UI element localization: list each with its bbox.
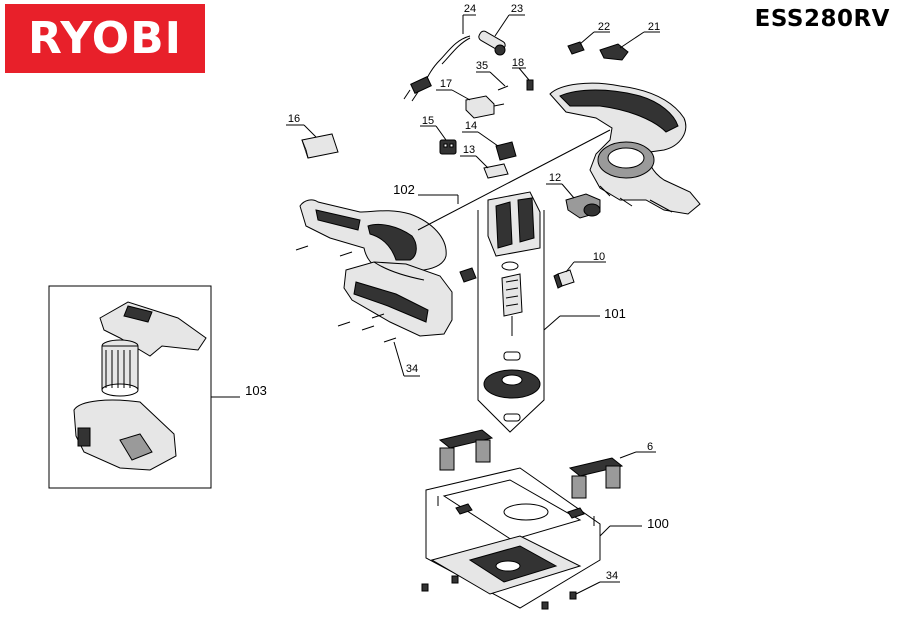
label-34b: 34 — [606, 570, 618, 582]
ryobi-logo: RYOBI — [5, 4, 205, 73]
brand-text: RYOBI — [27, 13, 183, 64]
part-22-switch-button — [567, 31, 610, 55]
part-17-capacitor — [436, 89, 505, 119]
housing-screws — [295, 245, 420, 377]
label-21: 21 — [648, 21, 660, 33]
part-100-base-assembly — [421, 467, 642, 610]
part-12-plate — [546, 183, 601, 219]
part-10-brush — [553, 261, 606, 289]
part-18-clip — [512, 67, 534, 91]
label-16: 16 — [288, 113, 300, 125]
part-35-screw — [476, 71, 509, 91]
part-16-cover — [286, 124, 339, 159]
label-15: 15 — [422, 115, 434, 127]
label-13: 13 — [463, 144, 475, 156]
label-102: 102 — [393, 182, 415, 197]
part-101-motor-assembly — [477, 191, 600, 433]
model-title: ESS280RV — [754, 6, 890, 32]
label-22: 22 — [598, 21, 610, 33]
label-12: 12 — [549, 172, 561, 184]
part-6-foot-left — [438, 429, 494, 471]
part-103-dust-box — [48, 285, 240, 489]
part-6-foot-right — [568, 451, 656, 499]
left-housing-half — [299, 199, 453, 337]
label-100: 100 — [647, 516, 669, 531]
part-14-switch-block — [462, 131, 517, 161]
part-13-block — [460, 155, 509, 179]
label-103: 103 — [245, 383, 267, 398]
label-10: 10 — [593, 251, 605, 263]
label-35: 35 — [476, 60, 488, 72]
label-24: 24 — [464, 3, 476, 15]
part-23-cord-protector — [478, 14, 525, 56]
part-21-lock-slide — [599, 31, 660, 61]
label-101: 101 — [604, 306, 626, 321]
part-15-switch — [420, 125, 457, 155]
label-102-leader — [417, 129, 611, 231]
small-connector — [459, 267, 477, 283]
label-14: 14 — [465, 120, 477, 132]
label-17: 17 — [440, 78, 452, 90]
label-6: 6 — [647, 441, 653, 453]
label-23: 23 — [511, 3, 523, 15]
label-18: 18 — [512, 57, 524, 69]
right-housing-half — [549, 82, 701, 215]
label-34a: 34 — [406, 363, 418, 375]
part-24-power-cord — [403, 14, 476, 102]
